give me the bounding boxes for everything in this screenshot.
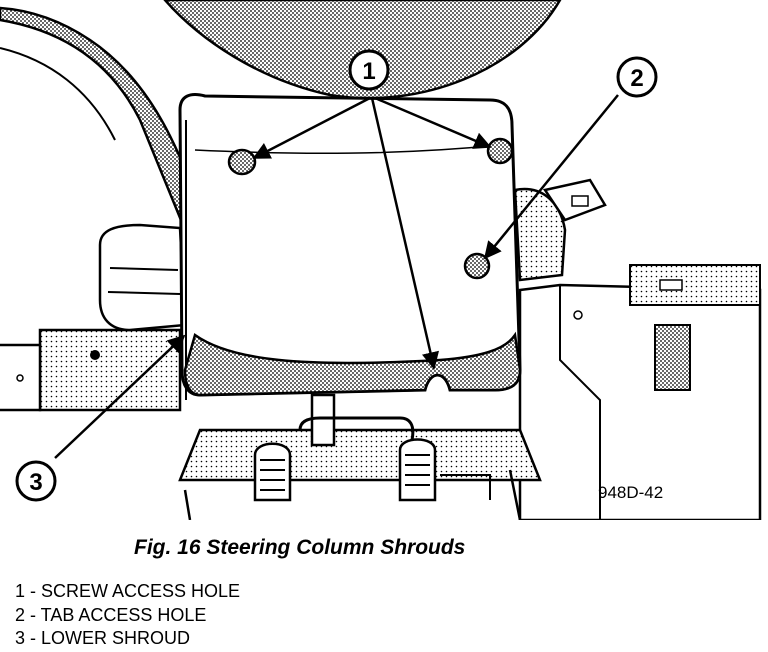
right-switch-lever [513, 178, 607, 282]
legend-item: 2 - TAB ACCESS HOLE [15, 604, 207, 625]
legend-item: 1 - SCREW ACCESS HOLE [15, 581, 241, 601]
callout-leaders [54, 94, 619, 459]
left-dash-trim [0, 328, 182, 412]
figure-reference-code: 948D-42 [598, 483, 663, 502]
screw-access-hole-right [486, 137, 514, 165]
callout-3-label: 3 [29, 469, 42, 496]
lower-column-mechanism [178, 393, 542, 520]
callout-1-label: 1 [362, 58, 375, 85]
legend-list: 1 - SCREW ACCESS HOLE 2 - TAB ACCESS HOL… [15, 580, 240, 651]
legend-item: 3 - LOWER SHROUD [15, 628, 191, 648]
tab-access-hole [463, 252, 491, 280]
callout-2-label: 2 [630, 65, 643, 92]
screw-access-hole-left [227, 148, 257, 176]
callout-1: 1 [348, 49, 390, 91]
figure-caption: Fig. 16 Steering Column Shrouds [134, 536, 466, 559]
right-dash-panel [518, 264, 762, 520]
upper-shroud [178, 93, 522, 400]
left-stalk-knob [98, 223, 187, 332]
callout-2: 2 [616, 56, 658, 98]
steering-column-illustration: 1 2 3 948D-42 [0, 0, 762, 520]
callout-3: 3 [15, 460, 57, 502]
